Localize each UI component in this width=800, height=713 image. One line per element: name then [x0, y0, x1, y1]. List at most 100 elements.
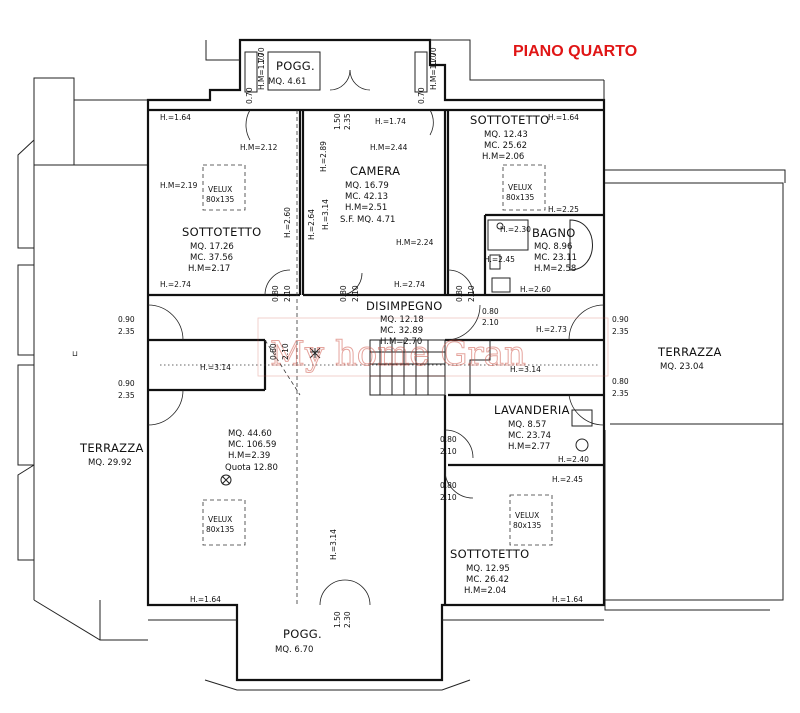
svg-text:0.90: 0.90 — [118, 315, 135, 324]
svg-text:MQ. 12.43: MQ. 12.43 — [484, 130, 528, 140]
svg-text:SOTTOTETTO: SOTTOTETTO — [470, 113, 549, 127]
room-sottotetto-left: SOTTOTETTO MQ. 17.26 MC. 37.56 H.M=2.17 — [182, 225, 261, 274]
svg-text:MQ. 12.95: MQ. 12.95 — [466, 564, 510, 574]
plan-title: PIANO QUARTO — [513, 43, 637, 60]
svg-text:0.80: 0.80 — [440, 435, 457, 444]
terrace-left-notch-bottom — [17, 464, 35, 561]
svg-text:H.=1.64: H.=1.64 — [190, 595, 221, 604]
terrace-left-edge — [33, 80, 75, 600]
stair-diag — [264, 339, 301, 396]
opening-labels: 0.70 0.70 1.70 1.70 1.50 2.35 0.80 2.10 … — [118, 47, 629, 628]
svg-text:POGG.: POGG. — [283, 627, 322, 641]
svg-text:VELUX: VELUX — [508, 183, 532, 192]
svg-text:VELUX: VELUX — [515, 511, 539, 520]
svg-text:2.35: 2.35 — [612, 327, 629, 336]
svg-text:TERRAZZA: TERRAZZA — [657, 345, 722, 359]
chimney-cross — [221, 475, 231, 485]
lavanderia-washer — [575, 438, 589, 452]
svg-text:0.80: 0.80 — [612, 377, 629, 386]
svg-text:SOTTOTETTO: SOTTOTETTO — [450, 547, 529, 561]
svg-text:MC. 37.56: MC. 37.56 — [190, 253, 233, 263]
svg-text:H.M=2.39: H.M=2.39 — [228, 451, 270, 461]
terrace-left-notch-top — [17, 139, 35, 249]
svg-text:0.90: 0.90 — [612, 315, 629, 324]
svg-text:2.35: 2.35 — [343, 113, 352, 130]
room-camera: CAMERA MQ. 16.79 MC. 42.13 H.M=2.51 S.F.… — [340, 164, 400, 225]
svg-text:H.M=2.12: H.M=2.12 — [240, 143, 278, 152]
room-disimpegno: DISIMPEGNO MQ. 12.18 MC. 32.89 H.M=2.70 — [366, 299, 443, 347]
velux-sottotetto-bottom: VELUX 80x135 — [509, 494, 553, 546]
svg-text:MQ. 16.79: MQ. 16.79 — [345, 181, 389, 191]
wall-sottotetto-left-camera — [298, 110, 305, 295]
svg-text:H.M=2.70: H.M=2.70 — [380, 337, 422, 347]
svg-text:H.=1.64: H.=1.64 — [548, 113, 579, 122]
lavanderia-sink — [571, 409, 593, 427]
terrace-right-rails — [604, 169, 786, 611]
svg-text:1.70: 1.70 — [257, 47, 266, 64]
svg-text:MQ. 29.92: MQ. 29.92 — [88, 458, 132, 468]
svg-text:2.10: 2.10 — [283, 285, 292, 302]
svg-text:VELUX: VELUX — [208, 515, 232, 524]
corridor-cross — [309, 347, 321, 359]
room-sottotetto-right: SOTTOTETTO MQ. 12.43 MC. 25.62 H.M=2.06 — [470, 113, 549, 162]
svg-text:MQ. 23.04: MQ. 23.04 — [660, 362, 704, 372]
svg-text:MC. 25.62: MC. 25.62 — [484, 141, 527, 151]
chimney-symbol — [220, 474, 232, 486]
svg-text:H.=3.14: H.=3.14 — [510, 365, 541, 374]
svg-text:SOTTOTETTO: SOTTOTETTO — [182, 225, 261, 239]
svg-text:0.80: 0.80 — [269, 343, 278, 360]
svg-text:CAMERA: CAMERA — [350, 164, 400, 178]
svg-text:MQ. 12.18: MQ. 12.18 — [380, 315, 424, 325]
svg-text:MC. 26.42: MC. 26.42 — [466, 575, 509, 585]
room-lavanderia: LAVANDERIA MQ. 8.57 MC. 23.74 H.M=2.77 — [494, 403, 569, 452]
wall-camera-right — [443, 110, 450, 295]
svg-text:VELUX: VELUX — [208, 185, 232, 194]
svg-text:H.M=2.06: H.M=2.06 — [482, 152, 524, 162]
svg-text:MQ. 17.26: MQ. 17.26 — [190, 242, 234, 252]
staircase — [369, 339, 491, 396]
svg-text:H.=2.73: H.=2.73 — [536, 325, 567, 334]
svg-text:2.30: 2.30 — [343, 611, 352, 628]
svg-text:H.=3.14: H.=3.14 — [200, 363, 231, 372]
svg-text:TERRAZZA: TERRAZZA — [79, 441, 144, 455]
svg-text:MC. 23.11: MC. 23.11 — [534, 253, 577, 263]
svg-text:MC. 42.13: MC. 42.13 — [345, 192, 388, 202]
svg-text:0.80: 0.80 — [455, 285, 464, 302]
svg-text:H.M=2.51: H.M=2.51 — [345, 203, 387, 213]
room-terrazza-right: TERRAZZA MQ. 23.04 — [657, 345, 722, 372]
svg-text:MQ. 4.61: MQ. 4.61 — [268, 77, 306, 87]
terrace-left-symbol: ⊔ — [72, 349, 78, 358]
svg-text:H.=2.74: H.=2.74 — [160, 280, 191, 289]
velux-sottotetto-right: VELUX 80x135 — [502, 164, 546, 211]
svg-text:DISIMPEGNO: DISIMPEGNO — [366, 299, 443, 313]
terrace-left-lower-edge — [33, 599, 148, 641]
svg-text:H.M=2.04: H.M=2.04 — [464, 586, 506, 596]
terrace-right-outline — [604, 182, 784, 601]
balcony-top-frame — [267, 51, 321, 91]
svg-text:0.80: 0.80 — [482, 307, 499, 316]
velux-living: VELUX 80x135 — [202, 499, 246, 546]
svg-text:1.50: 1.50 — [333, 611, 342, 628]
balcony-top-post-left — [244, 51, 258, 93]
room-pogg-top: POGG. MQ. 4.61 — [268, 59, 315, 87]
outer-walls — [146, 38, 606, 682]
svg-text:H.M=1.70: H.M=1.70 — [429, 52, 438, 90]
svg-text:S.F. MQ. 4.71: S.F. MQ. 4.71 — [340, 215, 395, 225]
svg-text:0.80: 0.80 — [271, 285, 280, 302]
svg-text:MC. 23.74: MC. 23.74 — [508, 431, 551, 441]
wall-lavanderia — [448, 393, 604, 467]
svg-text:MQ. 8.96: MQ. 8.96 — [534, 242, 572, 252]
svg-text:H.=2.40: H.=2.40 — [558, 455, 589, 464]
svg-text:POGG.: POGG. — [276, 59, 315, 73]
svg-text:H.M=2.24: H.M=2.24 — [396, 238, 434, 247]
svg-text:H.M=2.19: H.M=2.19 — [160, 181, 198, 190]
watermark: My home Gran — [270, 334, 526, 374]
bagno-fixtures — [487, 219, 593, 293]
svg-text:0.90: 0.90 — [118, 379, 135, 388]
velux-sottotetto-left: VELUX 80x135 — [202, 164, 246, 211]
svg-text:2.10: 2.10 — [351, 285, 360, 302]
room-living: MQ. 44.60 MC. 106.59 H.M=2.39 Quota 12.8… — [225, 429, 278, 473]
svg-text:BAGNO: BAGNO — [532, 226, 576, 240]
terrace-left-upper-edge — [33, 77, 149, 166]
